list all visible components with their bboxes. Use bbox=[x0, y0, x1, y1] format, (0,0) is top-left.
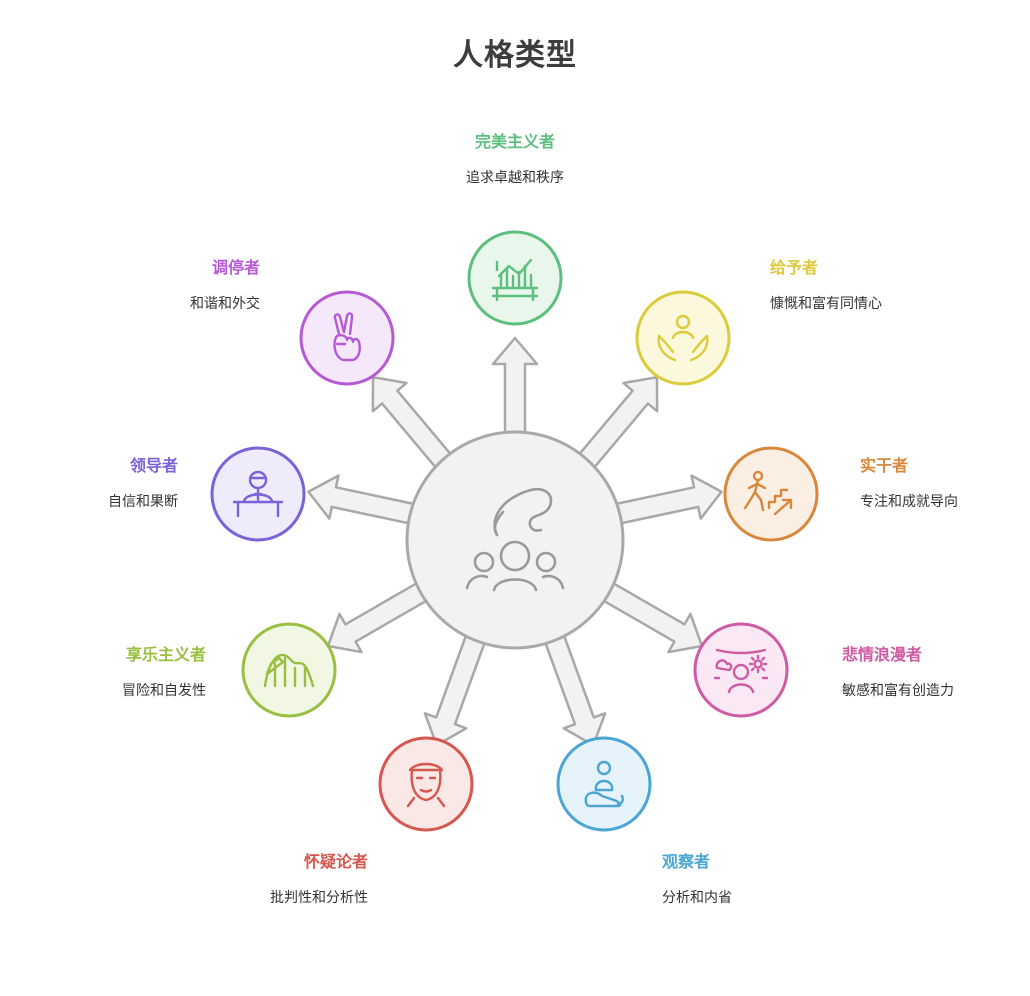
type-name: 观察者 bbox=[662, 852, 711, 871]
type-name: 享乐主义者 bbox=[125, 645, 206, 664]
type-label-observer: 观察者 分析和内省 bbox=[662, 852, 732, 907]
type-description: 分析和内省 bbox=[662, 890, 732, 906]
node-circle bbox=[378, 736, 474, 832]
type-label-leader: 领导者 自信和果断 bbox=[28, 456, 178, 511]
hub-circle bbox=[405, 430, 625, 650]
node-circle bbox=[723, 446, 819, 542]
type-label-perfectionist: 完美主义者 追求卓越和秩序 bbox=[415, 132, 615, 187]
node-giver bbox=[635, 290, 731, 386]
type-name: 完美主义者 bbox=[474, 132, 555, 151]
diagram-title: 人格类型 bbox=[453, 38, 577, 73]
type-name: 调停者 bbox=[211, 258, 260, 277]
type-name: 实干者 bbox=[860, 456, 909, 475]
type-description: 自信和果断 bbox=[108, 494, 178, 510]
node-circle bbox=[635, 290, 731, 386]
node-enthusiast bbox=[241, 622, 337, 718]
arrow-mediator bbox=[371, 375, 454, 471]
peace-hand-icon bbox=[333, 312, 361, 362]
node-romantic bbox=[693, 622, 789, 718]
type-name: 悲情浪漫者 bbox=[842, 645, 923, 664]
speaker-podium-icon bbox=[232, 470, 284, 518]
group-hand-icon bbox=[465, 487, 565, 592]
node-skeptic bbox=[378, 736, 474, 832]
type-description: 批判性和分析性 bbox=[270, 890, 368, 906]
rollercoaster-icon bbox=[263, 653, 315, 688]
skeptic-face-icon bbox=[406, 762, 446, 808]
node-achiever bbox=[723, 446, 819, 542]
type-name: 给予者 bbox=[770, 258, 819, 277]
arrow-giver bbox=[576, 375, 659, 471]
arrow-achiever bbox=[608, 474, 723, 527]
type-description: 专注和成就导向 bbox=[860, 494, 958, 510]
type-description: 慷慨和富有同情心 bbox=[770, 296, 882, 312]
arrow-romantic bbox=[598, 580, 704, 654]
node-perfectionist bbox=[467, 230, 563, 326]
type-description: 追求卓越和秩序 bbox=[466, 170, 564, 186]
type-label-giver: 给予者 慷慨和富有同情心 bbox=[770, 258, 882, 313]
bookshelf-chart-icon bbox=[491, 258, 539, 302]
arrow-leader bbox=[307, 474, 422, 527]
type-label-romantic: 悲情浪漫者 敏感和富有创造力 bbox=[842, 645, 954, 700]
meditating-person-icon bbox=[584, 760, 624, 808]
node-circle bbox=[241, 622, 337, 718]
type-label-mediator: 调停者 和谐和外交 bbox=[110, 258, 260, 313]
node-leader bbox=[210, 446, 306, 542]
type-label-enthusiast: 享乐主义者 冒险和自发性 bbox=[56, 645, 206, 700]
type-description: 和谐和外交 bbox=[190, 296, 260, 312]
node-circle bbox=[556, 736, 652, 832]
type-description: 冒险和自发性 bbox=[122, 683, 206, 699]
arrow-observer bbox=[544, 635, 607, 747]
arrow-enthusiast bbox=[326, 580, 432, 654]
person-sun-cloud-icon bbox=[713, 648, 769, 694]
node-circle bbox=[693, 622, 789, 718]
climbing-stairs-icon bbox=[743, 470, 793, 516]
node-observer bbox=[556, 736, 652, 832]
arrow-skeptic bbox=[423, 635, 486, 747]
type-label-skeptic: 怀疑论者 批判性和分析性 bbox=[218, 852, 368, 907]
type-description: 敏感和富有创造力 bbox=[842, 683, 954, 699]
node-mediator bbox=[299, 290, 395, 386]
type-name: 怀疑论者 bbox=[303, 852, 368, 871]
node-circle bbox=[467, 230, 563, 326]
type-label-achiever: 实干者 专注和成就导向 bbox=[860, 456, 958, 511]
hands-person-icon bbox=[657, 314, 709, 362]
type-name: 领导者 bbox=[129, 456, 178, 475]
